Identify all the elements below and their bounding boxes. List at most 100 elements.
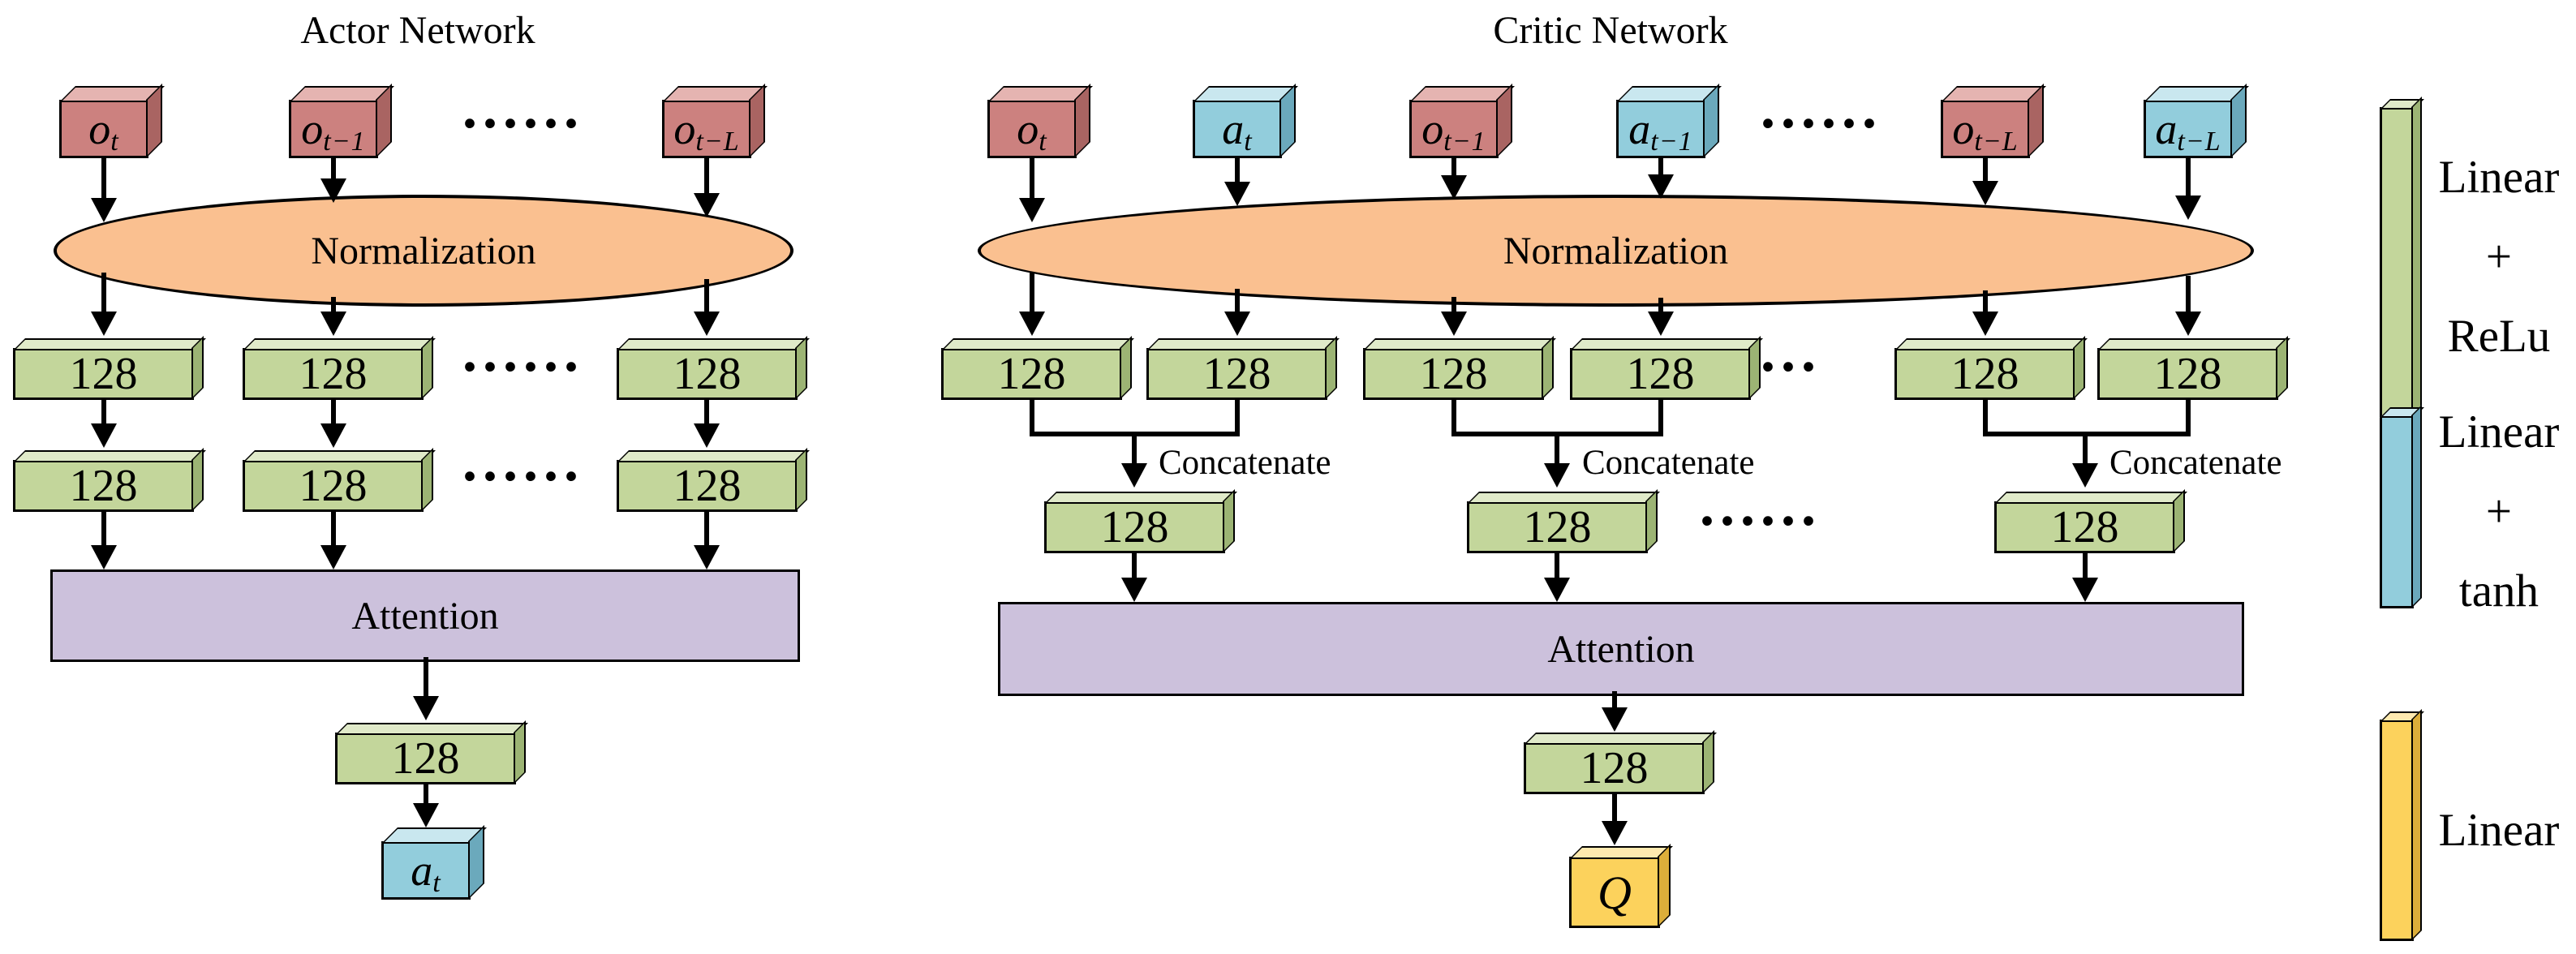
critic-output-box-q: Q xyxy=(1569,857,1660,928)
dots-ellipsis: ...... xyxy=(462,428,584,493)
arrow-down xyxy=(704,400,709,423)
arrow-down xyxy=(101,512,106,545)
arrow-down xyxy=(424,784,428,803)
arrow-down xyxy=(1612,691,1617,707)
actor-normalization-ellipse: Normalization xyxy=(54,195,793,307)
arrow-down xyxy=(1132,436,1137,463)
critic-output-label: Q xyxy=(1598,866,1632,919)
connector-line xyxy=(1983,400,1988,436)
arrow-down xyxy=(704,279,709,312)
legend-blue-bar xyxy=(2380,415,2414,608)
arrow-down xyxy=(2186,158,2191,196)
actor-dense-128: 128 xyxy=(617,348,798,400)
actor-dense-128: 128 xyxy=(13,348,194,400)
arrow-down xyxy=(101,400,106,423)
arrow-down xyxy=(1030,273,1034,312)
dots-ellipsis: ...... xyxy=(1700,473,1821,538)
arrow-down xyxy=(1235,289,1240,312)
arrow-down xyxy=(2083,553,2088,578)
arrow-down xyxy=(1658,158,1663,174)
actor-dense-128: 128 xyxy=(617,460,798,512)
dots-ellipsis: ...... xyxy=(462,75,584,140)
critic-dense-128: 128 xyxy=(1146,348,1327,400)
critic-attention-box: Attention xyxy=(998,602,2244,696)
critic-concat-128: 128 xyxy=(1044,501,1225,553)
critic-dense-128: 128 xyxy=(1363,348,1544,400)
actor-dense-128: 128 xyxy=(13,460,194,512)
concatenate-label: Concatenate xyxy=(1159,444,1331,482)
legend-label-linear: Linear xyxy=(2438,805,2560,856)
critic-dense-128: 128 xyxy=(2097,348,2278,400)
arrow-down xyxy=(1235,158,1240,182)
arrow-down xyxy=(1555,553,1559,578)
arrow-down xyxy=(1658,298,1663,312)
arrow-down xyxy=(1132,553,1137,578)
actor-attention-box: Attention xyxy=(50,569,800,662)
legend-yellow-bar xyxy=(2380,720,2414,941)
connector-line xyxy=(1235,400,1240,436)
critic-dense-128: 128 xyxy=(941,348,1122,400)
concatenate-label: Concatenate xyxy=(1582,444,1755,482)
concatenate-label: Concatenate xyxy=(2109,444,2282,482)
critic-dense-128: 128 xyxy=(1570,348,1751,400)
arrow-down xyxy=(1451,158,1456,175)
arrow-down xyxy=(1030,158,1034,198)
arrow-down xyxy=(2186,276,2191,312)
arrow-down xyxy=(331,400,336,423)
arrow-down xyxy=(1983,290,1988,312)
connector-line xyxy=(1030,432,1240,436)
critic-normalization-ellipse: Normalization xyxy=(978,195,2254,307)
critic-network-title: Critic Network xyxy=(1493,9,1728,52)
critic-dense-128-final: 128 xyxy=(1524,742,1705,794)
legend-label-linear-relu: Linear + ReLu xyxy=(2438,152,2560,362)
actor-dense-128-final: 128 xyxy=(335,733,516,784)
arrow-down xyxy=(704,158,709,193)
critic-dense-128: 128 xyxy=(1894,348,2075,400)
critic-concat-128: 128 xyxy=(1994,501,2175,553)
arrow-down xyxy=(1451,297,1456,312)
actor-dense-128: 128 xyxy=(243,460,424,512)
actor-network-title: Actor Network xyxy=(300,9,535,52)
legend-green-bar xyxy=(2380,107,2414,442)
arrow-down xyxy=(2083,436,2088,463)
connector-line xyxy=(2186,400,2191,436)
arrow-down xyxy=(331,297,336,312)
arrow-down xyxy=(1555,436,1559,463)
connector-line xyxy=(1451,400,1456,436)
arrow-down xyxy=(331,512,336,545)
arrow-down xyxy=(101,158,106,198)
arrow-down xyxy=(1983,158,1988,181)
arrow-down xyxy=(331,158,336,178)
actor-dense-128: 128 xyxy=(243,348,424,400)
dots-ellipsis: ...... xyxy=(462,319,584,384)
dots-ellipsis: ...... xyxy=(1761,75,1882,140)
connector-line xyxy=(1451,432,1663,436)
arrow-down xyxy=(101,273,106,312)
connector-line xyxy=(1983,432,2191,436)
connector-line xyxy=(1658,400,1663,436)
arrow-down xyxy=(424,657,428,696)
arrow-down xyxy=(1612,794,1617,821)
critic-concat-128: 128 xyxy=(1467,501,1648,553)
